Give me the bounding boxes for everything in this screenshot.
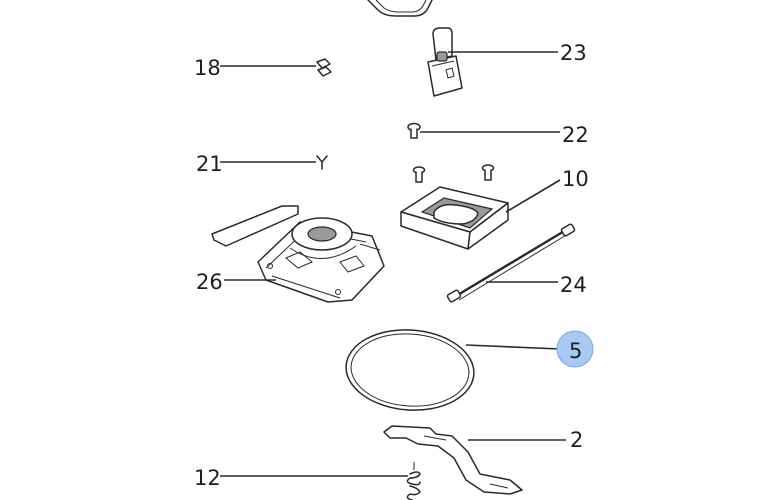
part-24-cable[interactable]: [446, 223, 576, 303]
callout-23: 23: [560, 41, 587, 65]
part-21-clip[interactable]: [316, 155, 328, 170]
screw-pair: [412, 164, 495, 183]
part-23-switch[interactable]: [427, 27, 463, 97]
part-18-caps[interactable]: [316, 58, 332, 77]
callout-21: 21: [196, 152, 223, 176]
part-5-gasket-ring[interactable]: [343, 326, 476, 415]
callout-26: 26: [196, 270, 223, 294]
leader-line-5: [465, 344, 561, 350]
callout-10: 10: [562, 167, 589, 191]
housing-edge-part: [367, 0, 433, 17]
callout-18: 18: [194, 56, 221, 80]
callout-5: 5: [569, 339, 582, 363]
callout-22: 22: [562, 123, 589, 147]
highlight-marker-5[interactable]: [556, 330, 594, 368]
callout-12: 12: [194, 466, 221, 490]
part-2-bracket[interactable]: [383, 425, 523, 495]
part-12-spring[interactable]: [406, 462, 421, 500]
callout-2: 2: [570, 428, 583, 452]
part-26-motor-assembly[interactable]: [211, 205, 385, 303]
part-10-frame[interactable]: [400, 186, 509, 250]
part-22-screw[interactable]: [407, 122, 421, 139]
leader-line-10: [505, 179, 561, 213]
callout-24: 24: [560, 273, 587, 297]
